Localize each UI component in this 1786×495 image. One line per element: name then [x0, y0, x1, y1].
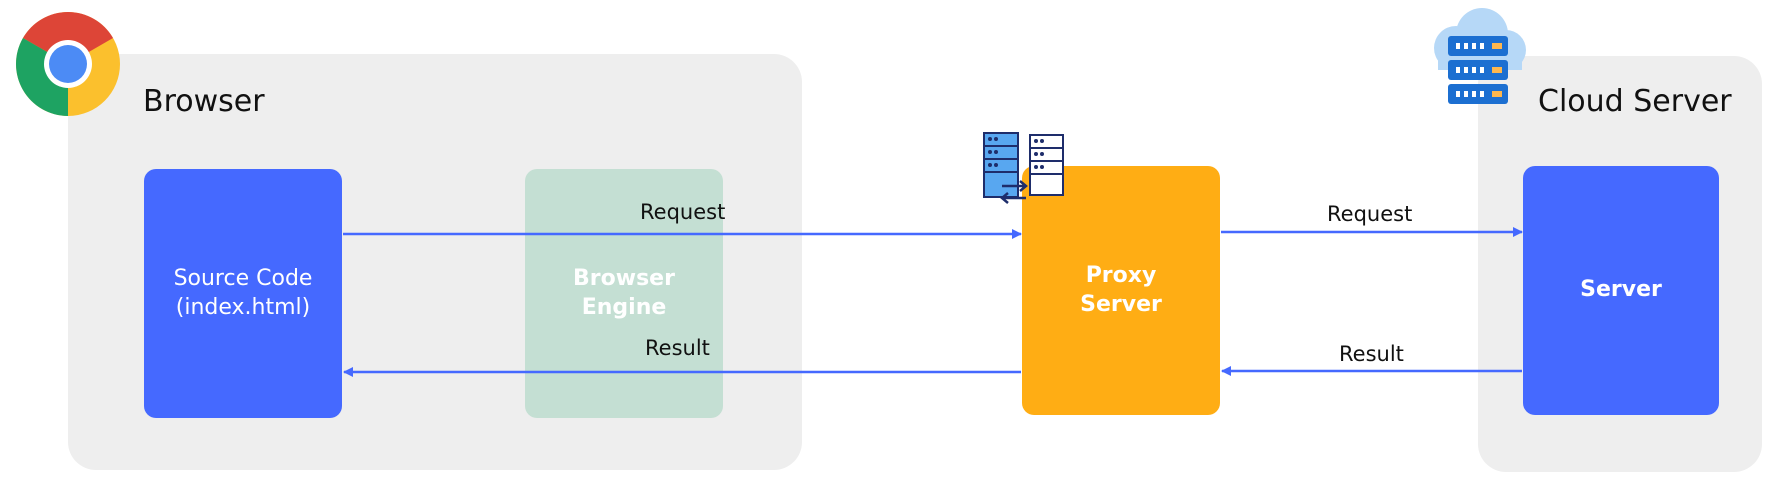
source-code-filename: (index.html)	[175, 294, 311, 320]
browser-engine-label-line2: Engine	[581, 294, 667, 320]
chrome-logo-icon	[16, 12, 120, 116]
server-rack-icon	[983, 132, 1064, 204]
source-code-label: Source Code	[173, 265, 313, 291]
proxy-server-box: Proxy Server	[1022, 166, 1220, 415]
browser-engine-box: Browser Engine	[525, 169, 723, 418]
browser-engine-label-line1: Browser	[573, 265, 675, 291]
cloud-server-icon	[1434, 8, 1526, 104]
server-box: Server	[1523, 166, 1719, 415]
cloud-server-panel-title: Cloud Server	[1538, 84, 1732, 119]
result-label-left: Result	[645, 336, 710, 360]
proxy-server-label-line1: Proxy	[1085, 262, 1157, 288]
request-label-right: Request	[1327, 202, 1413, 226]
result-label-right: Result	[1339, 342, 1404, 366]
request-label-left: Request	[640, 200, 726, 224]
proxy-server-label-line2: Server	[1080, 291, 1162, 317]
source-code-box: Source Code (index.html)	[144, 169, 342, 418]
server-label: Server	[1580, 277, 1662, 303]
browser-panel-title: Browser	[143, 84, 265, 119]
